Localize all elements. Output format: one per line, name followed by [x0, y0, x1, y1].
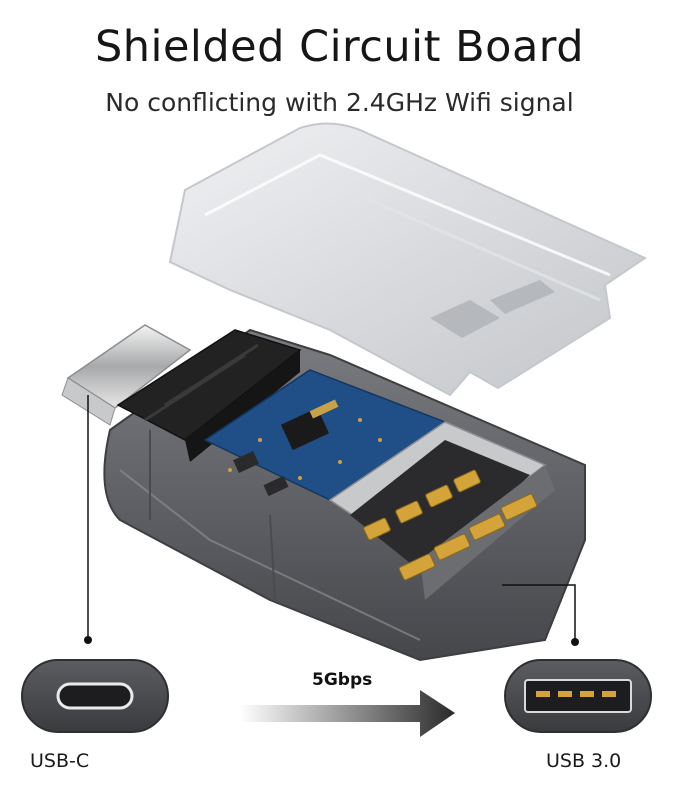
usb-c-callout-dot — [84, 636, 92, 644]
circuit-board — [203, 369, 447, 501]
transfer-speed: 5Gbps — [312, 670, 373, 690]
page-title: Shielded Circuit Board — [94, 22, 585, 72]
usb-a-socket — [328, 421, 555, 600]
usb-a-port-icon — [504, 659, 652, 733]
callout-lines — [87, 395, 576, 640]
usb-a-callout-dot — [571, 638, 579, 646]
page-subtitle: No conflicting with 2.4GHz Wifi signal — [105, 88, 574, 117]
translucent-cover — [168, 122, 648, 397]
usb-c-label: USB-C — [30, 750, 90, 772]
transfer-arrow-icon — [240, 690, 455, 737]
usb-a-label: USB 3.0 — [546, 750, 622, 772]
usb-c-port-icon — [21, 659, 169, 733]
